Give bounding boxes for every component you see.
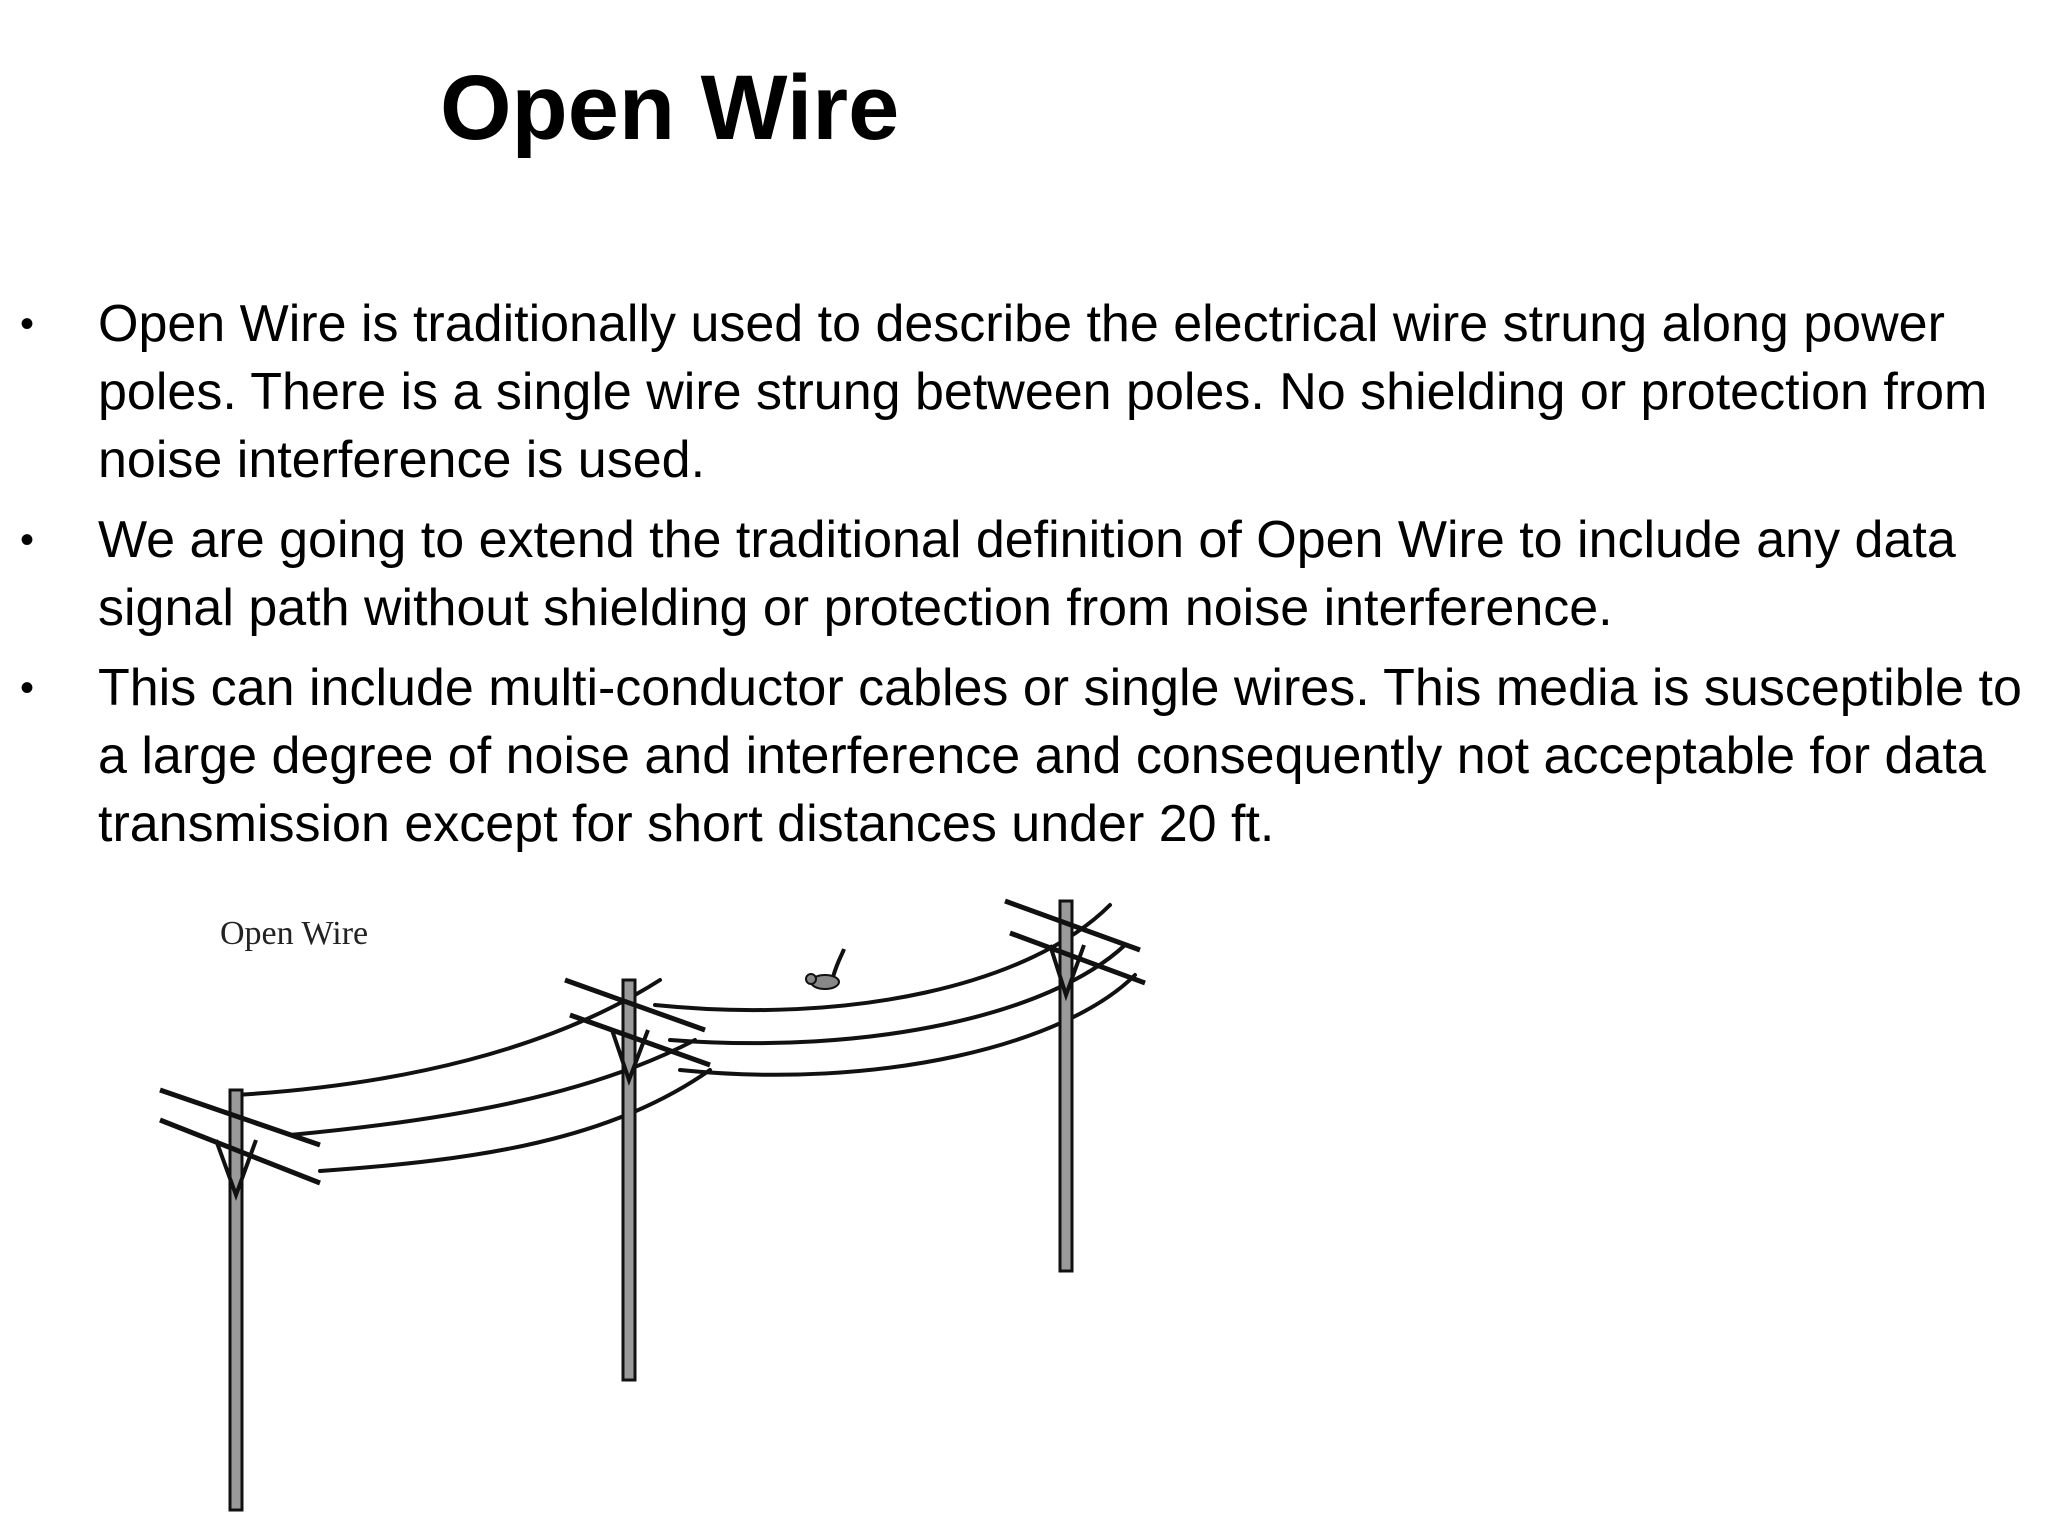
power-poles-drawing [159,898,1146,1512]
power-pole [159,1087,321,1512]
power-pole [1004,898,1146,1273]
wire [288,1038,697,1137]
bullet-text: Open Wire is traditionally used to descr… [98,295,1988,489]
bullet-marker: • [20,518,35,562]
bullet-marker: • [20,302,35,346]
bullet-list: • Open Wire is traditionally used to des… [0,290,2048,870]
figure-label: Open Wire [220,915,369,952]
bullet-item: • Open Wire is traditionally used to des… [0,290,2048,494]
slide-title: Open Wire [440,57,900,159]
open-wire-illustration: Open Wire [150,865,1150,1515]
bullet-item: • This can include multi-conductor cable… [0,654,2048,858]
wire [668,943,1127,1046]
wire [234,978,662,1097]
bullet-text: We are going to extend the traditional d… [98,511,1956,637]
bullet-marker: • [20,666,35,710]
wire [318,1068,712,1173]
bullet-item: • We are going to extend the traditional… [0,506,2048,642]
power-pole [564,977,711,1382]
bird [805,948,846,990]
bullet-text: This can include multi-conductor cables … [98,659,2022,853]
wire [678,973,1137,1077]
